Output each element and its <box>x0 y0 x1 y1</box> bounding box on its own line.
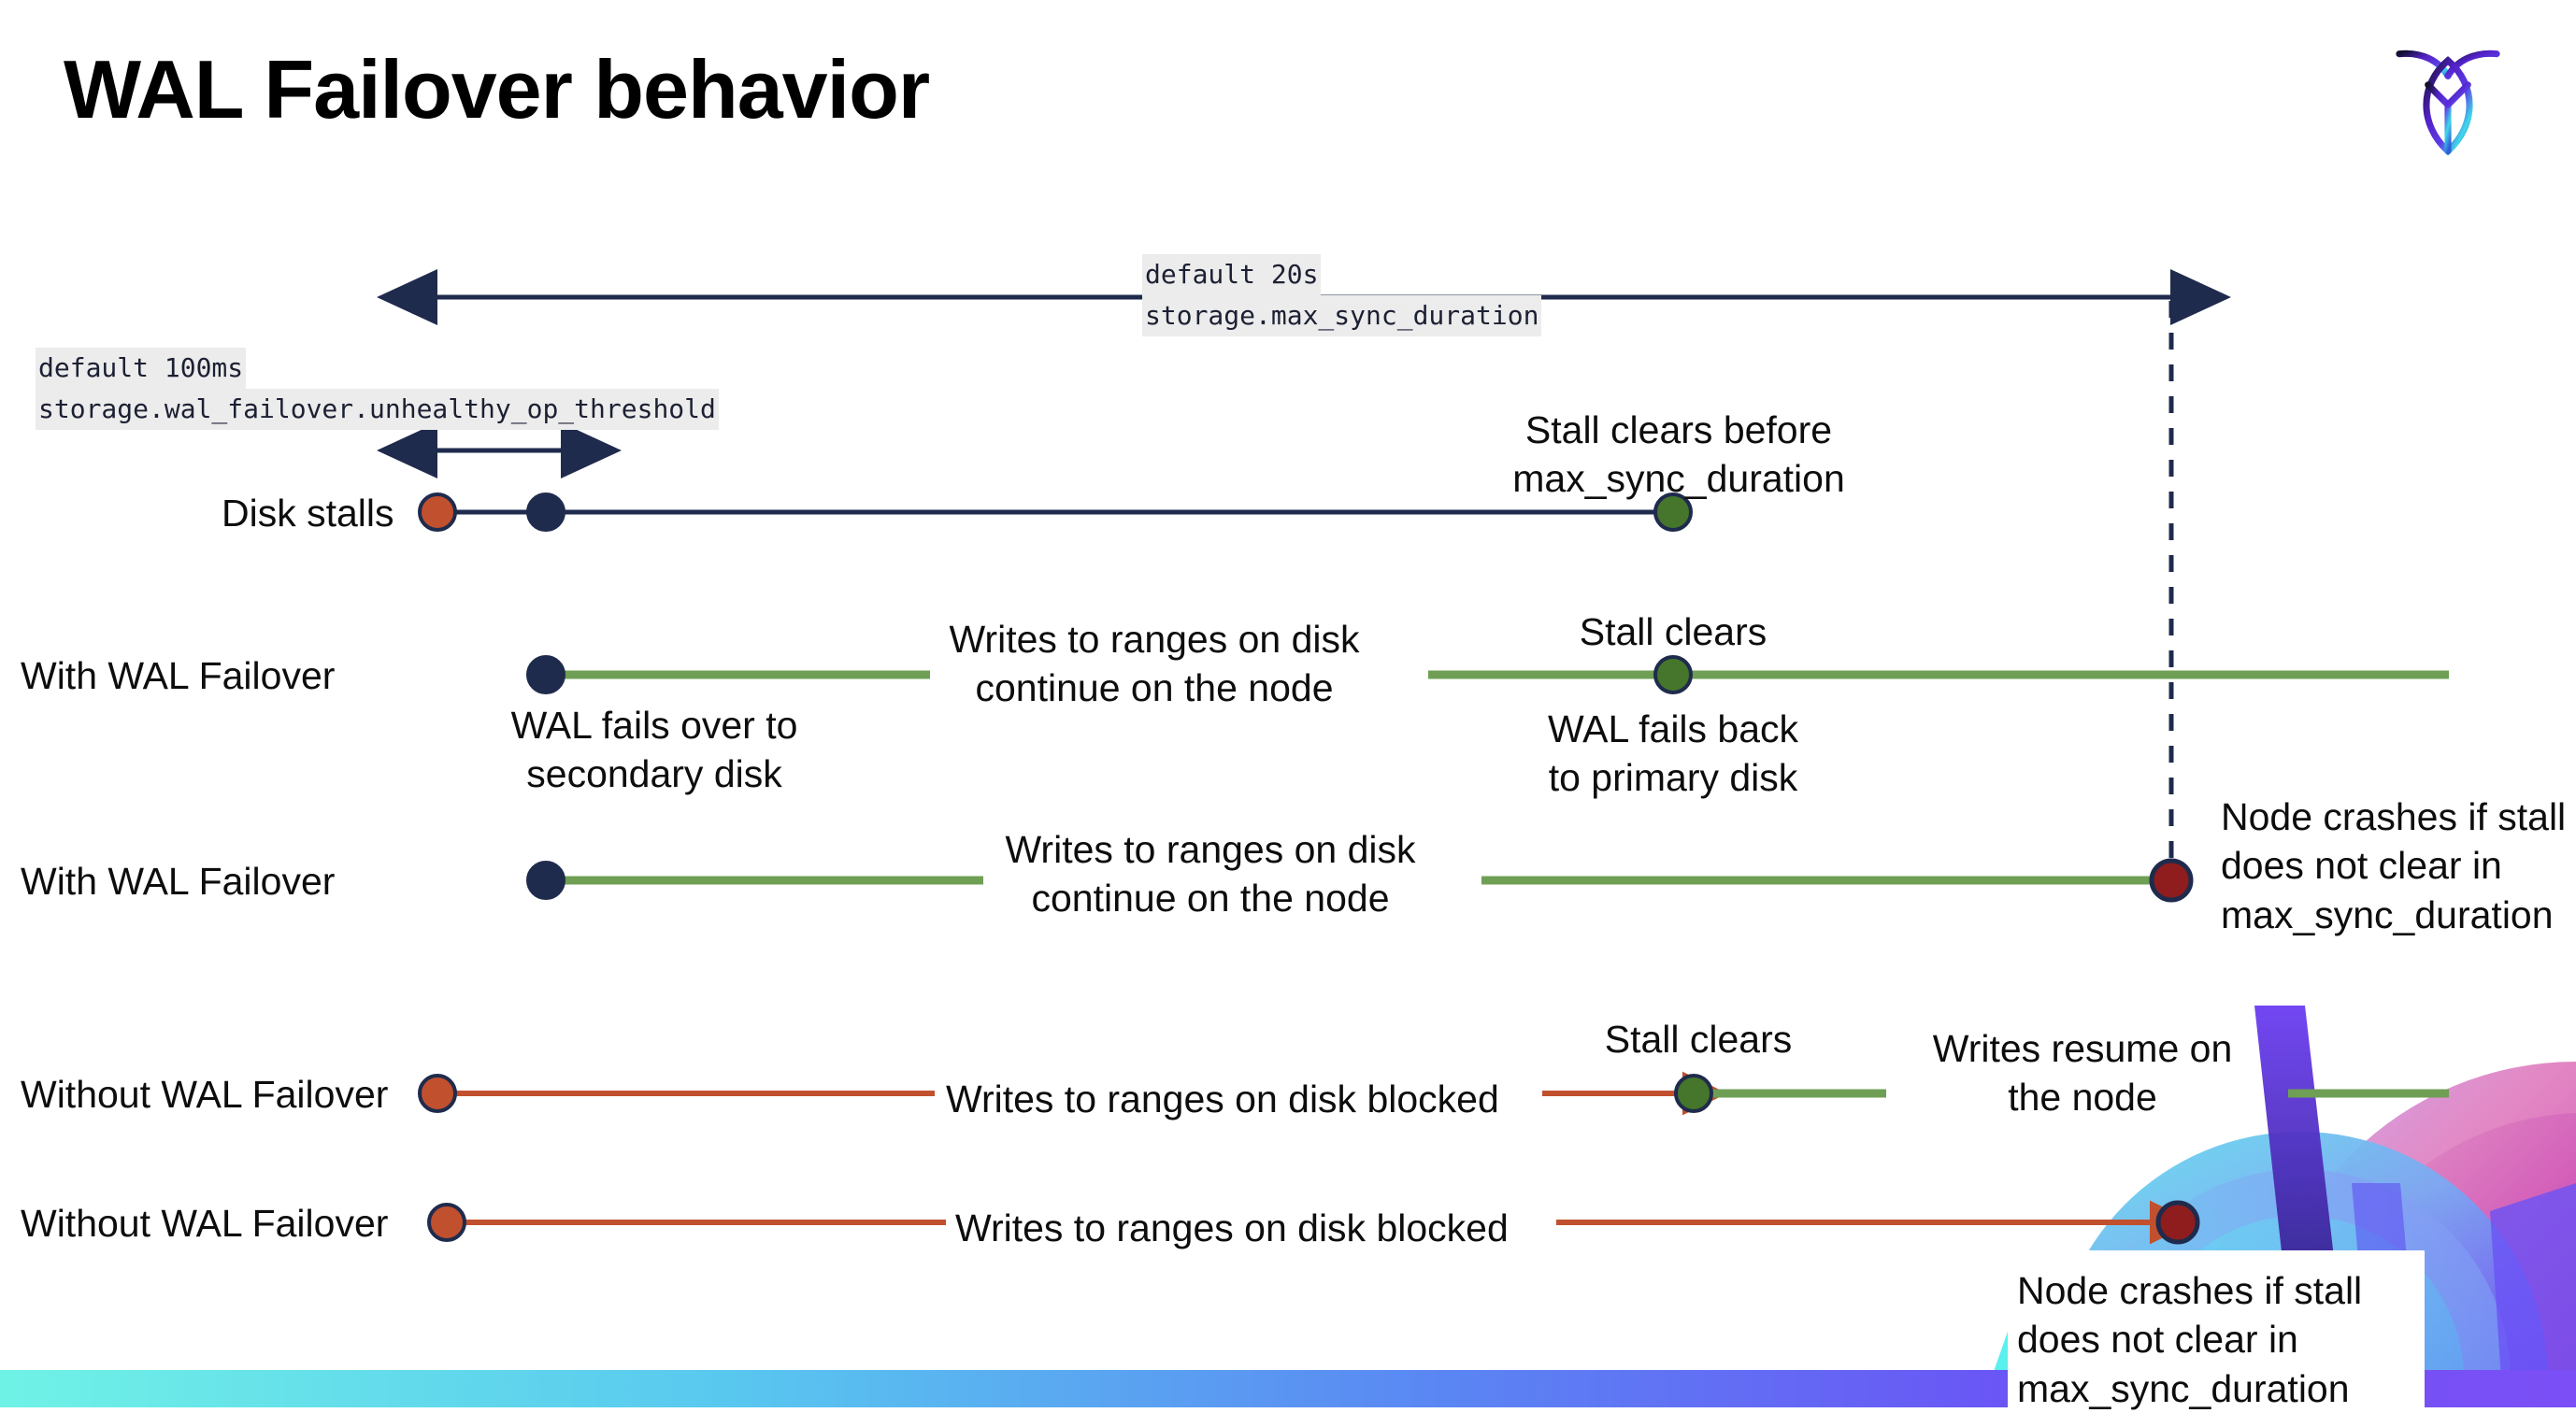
annotation-writes-blocked-row4: Writes to ranges on disk blocked <box>946 1078 1499 1120</box>
node-crash-dot <box>2149 858 2194 903</box>
failover-dot <box>526 861 565 900</box>
annotation-writes-continue-row3: Writes to ranges on disk continue on the… <box>1005 828 1416 921</box>
failover-dot <box>526 492 565 532</box>
stall-start-dot <box>418 1074 457 1113</box>
max-sync-setting-name: storage.max_sync_duration <box>1142 295 1542 336</box>
annotation-writes-continue-row2: Writes to ranges on disk continue on the… <box>949 618 1360 710</box>
annotation-stall-clears-row2: Stall clears <box>1579 610 1767 653</box>
stall-clear-dot <box>1653 655 1693 694</box>
row-without-wal-failover-1-track <box>418 1071 2449 1116</box>
stall-start-dot <box>427 1203 466 1242</box>
stall-start-dot <box>418 492 457 532</box>
crash-note-card-backdrop <box>2008 1250 2425 1407</box>
row-with-wal-failover-1-track <box>526 655 2449 694</box>
row-label-with-wal-failover-1: With WAL Failover <box>21 654 336 697</box>
failover-dot <box>526 655 565 694</box>
row-with-wal-failover-2-track <box>526 858 2194 903</box>
annotation-wal-fails-over: WAL fails over to secondary disk <box>510 704 798 796</box>
annotation-node-crashes-row3: Node crashes if stall does not clear in … <box>2221 795 2567 936</box>
annotation-writes-resume: Writes resume on the node <box>1932 1027 2233 1120</box>
stall-clear-dot <box>1674 1074 1713 1113</box>
annotation-wal-fails-back: WAL fails back to primary disk <box>1547 707 1799 800</box>
row-disk-stalls-track <box>418 492 1693 532</box>
cockroachdb-logo-icon <box>2382 32 2514 164</box>
unhealthy-threshold-code-label: default 100ms storage.wal_failover.unhea… <box>36 348 719 430</box>
row-label-disk-stalls: Disk stalls <box>222 492 394 535</box>
node-crash-dot <box>2155 1200 2200 1245</box>
row-without-wal-failover-2-track <box>427 1200 2200 1245</box>
row-label-with-wal-failover-2: With WAL Failover <box>21 860 336 903</box>
page-title: WAL Failover behavior <box>64 43 930 136</box>
annotation-writes-blocked-row5: Writes to ranges on disk blocked <box>955 1206 1509 1249</box>
max-sync-default-value: default 20s <box>1142 254 1322 295</box>
row-label-without-wal-failover-2: Without WAL Failover <box>21 1202 389 1245</box>
row-label-without-wal-failover-1: Without WAL Failover <box>21 1073 389 1116</box>
annotation-stall-clears-row4: Stall clears <box>1604 1018 1793 1061</box>
max-sync-duration-code-label: default 20s storage.max_sync_duration <box>1142 254 1542 336</box>
unhealthy-threshold-default-value: default 100ms <box>36 348 247 389</box>
unhealthy-threshold-setting-name: storage.wal_failover.unhealthy_op_thresh… <box>36 389 719 430</box>
annotation-stall-clears-before-max-sync: Stall clears before max_sync_duration <box>1512 408 1845 501</box>
annotation-node-crashes-row5: Node crashes if stall does not clear in … <box>2017 1269 2363 1410</box>
stall-clear-dot <box>1653 492 1693 532</box>
